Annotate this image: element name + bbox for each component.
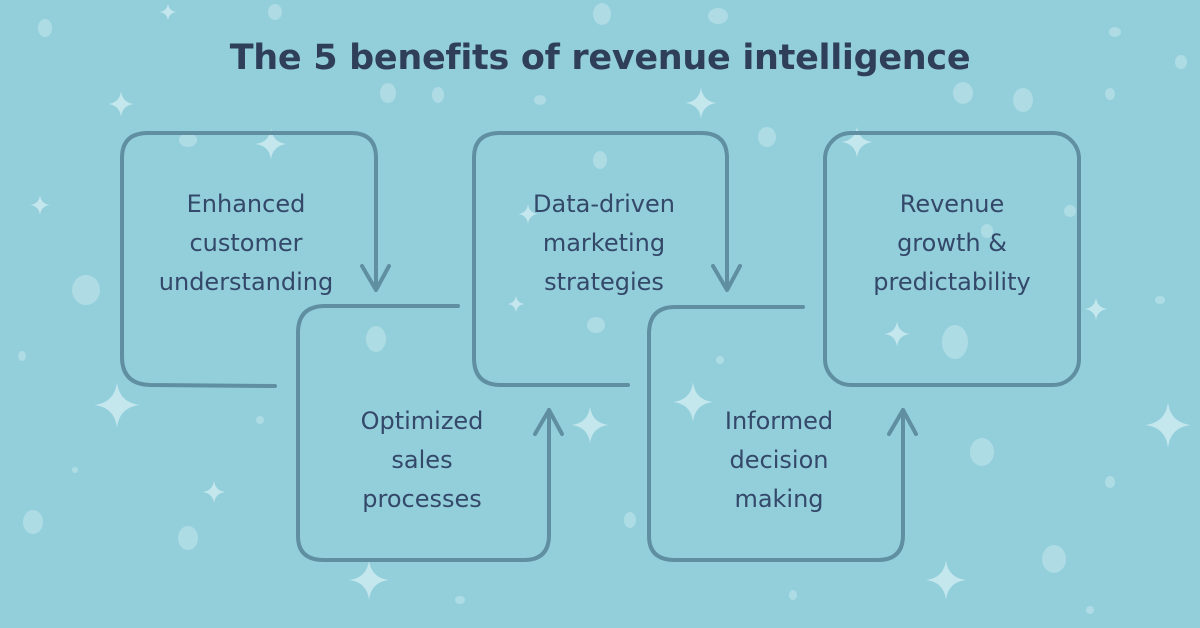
- speckle: [953, 82, 973, 104]
- speckle: [366, 326, 386, 352]
- speckle: [1155, 296, 1165, 304]
- speckle: [1109, 27, 1121, 37]
- speckle: [1042, 545, 1066, 573]
- speckle: [1086, 606, 1094, 614]
- speckle: [716, 356, 724, 364]
- page-title: The 5 benefits of revenue intelligence: [229, 38, 971, 78]
- speckle: [708, 8, 728, 24]
- speckle: [1064, 205, 1076, 217]
- speckle: [789, 590, 797, 600]
- step-2-frame: [296, 304, 551, 562]
- step-5-frame: [823, 131, 1081, 387]
- speckle: [758, 127, 776, 147]
- step-3-frame: [472, 131, 729, 387]
- speckle: [534, 95, 546, 105]
- speckle: [593, 151, 607, 169]
- arrow-down-icon: [360, 264, 391, 292]
- step-1-frame: [120, 131, 378, 388]
- step-2-label: Optimized sales processes: [360, 407, 484, 513]
- speckle: [256, 416, 264, 424]
- speckle: [587, 317, 605, 333]
- speckle: [1175, 55, 1187, 69]
- speckle: [72, 275, 100, 305]
- arrow-up-icon: [887, 408, 918, 436]
- arrow-down-icon: [711, 264, 742, 292]
- speckle: [970, 438, 994, 466]
- speckle: [455, 596, 465, 604]
- step-1-label: Enhanced customer understanding: [158, 190, 334, 296]
- speckle: [23, 510, 43, 534]
- step-5-label: Revenue growth & predictability: [873, 190, 1031, 296]
- step-4-label: Informed decision making: [724, 407, 834, 513]
- arrow-up-icon: [533, 408, 564, 436]
- speckle: [624, 512, 636, 528]
- speckle: [18, 351, 26, 361]
- step-4-frame: [647, 305, 905, 562]
- speckle: [1013, 88, 1033, 112]
- step-3-label: Data-driven marketing strategies: [533, 190, 675, 296]
- speckle: [432, 87, 444, 103]
- speckle: [1105, 476, 1115, 488]
- speckle: [268, 4, 282, 20]
- speckle: [380, 83, 396, 103]
- speckle: [38, 19, 52, 37]
- speckle: [179, 133, 197, 147]
- speckle: [178, 526, 198, 550]
- speckle: [942, 325, 968, 359]
- speckle: [1105, 88, 1115, 100]
- speckle: [981, 224, 993, 238]
- speckle: [72, 467, 78, 473]
- speckle: [593, 3, 611, 25]
